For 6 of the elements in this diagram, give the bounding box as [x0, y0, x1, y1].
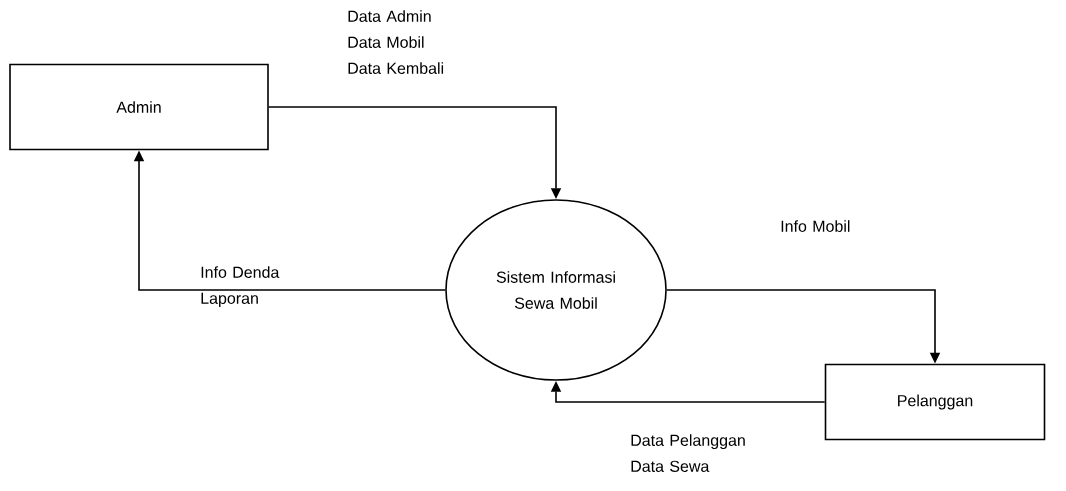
edge-label: Data Pelanggan Data Sewa: [631, 434, 745, 472]
entity-box: Admin: [9, 63, 269, 151]
entity-box: Pelanggan: [824, 363, 1046, 441]
edge-label: Data Admin Data Mobil Data Kembali: [348, 10, 444, 74]
edge-label: Info Mobil: [781, 220, 850, 232]
edge-label: Info Denda Laporan: [201, 266, 280, 308]
